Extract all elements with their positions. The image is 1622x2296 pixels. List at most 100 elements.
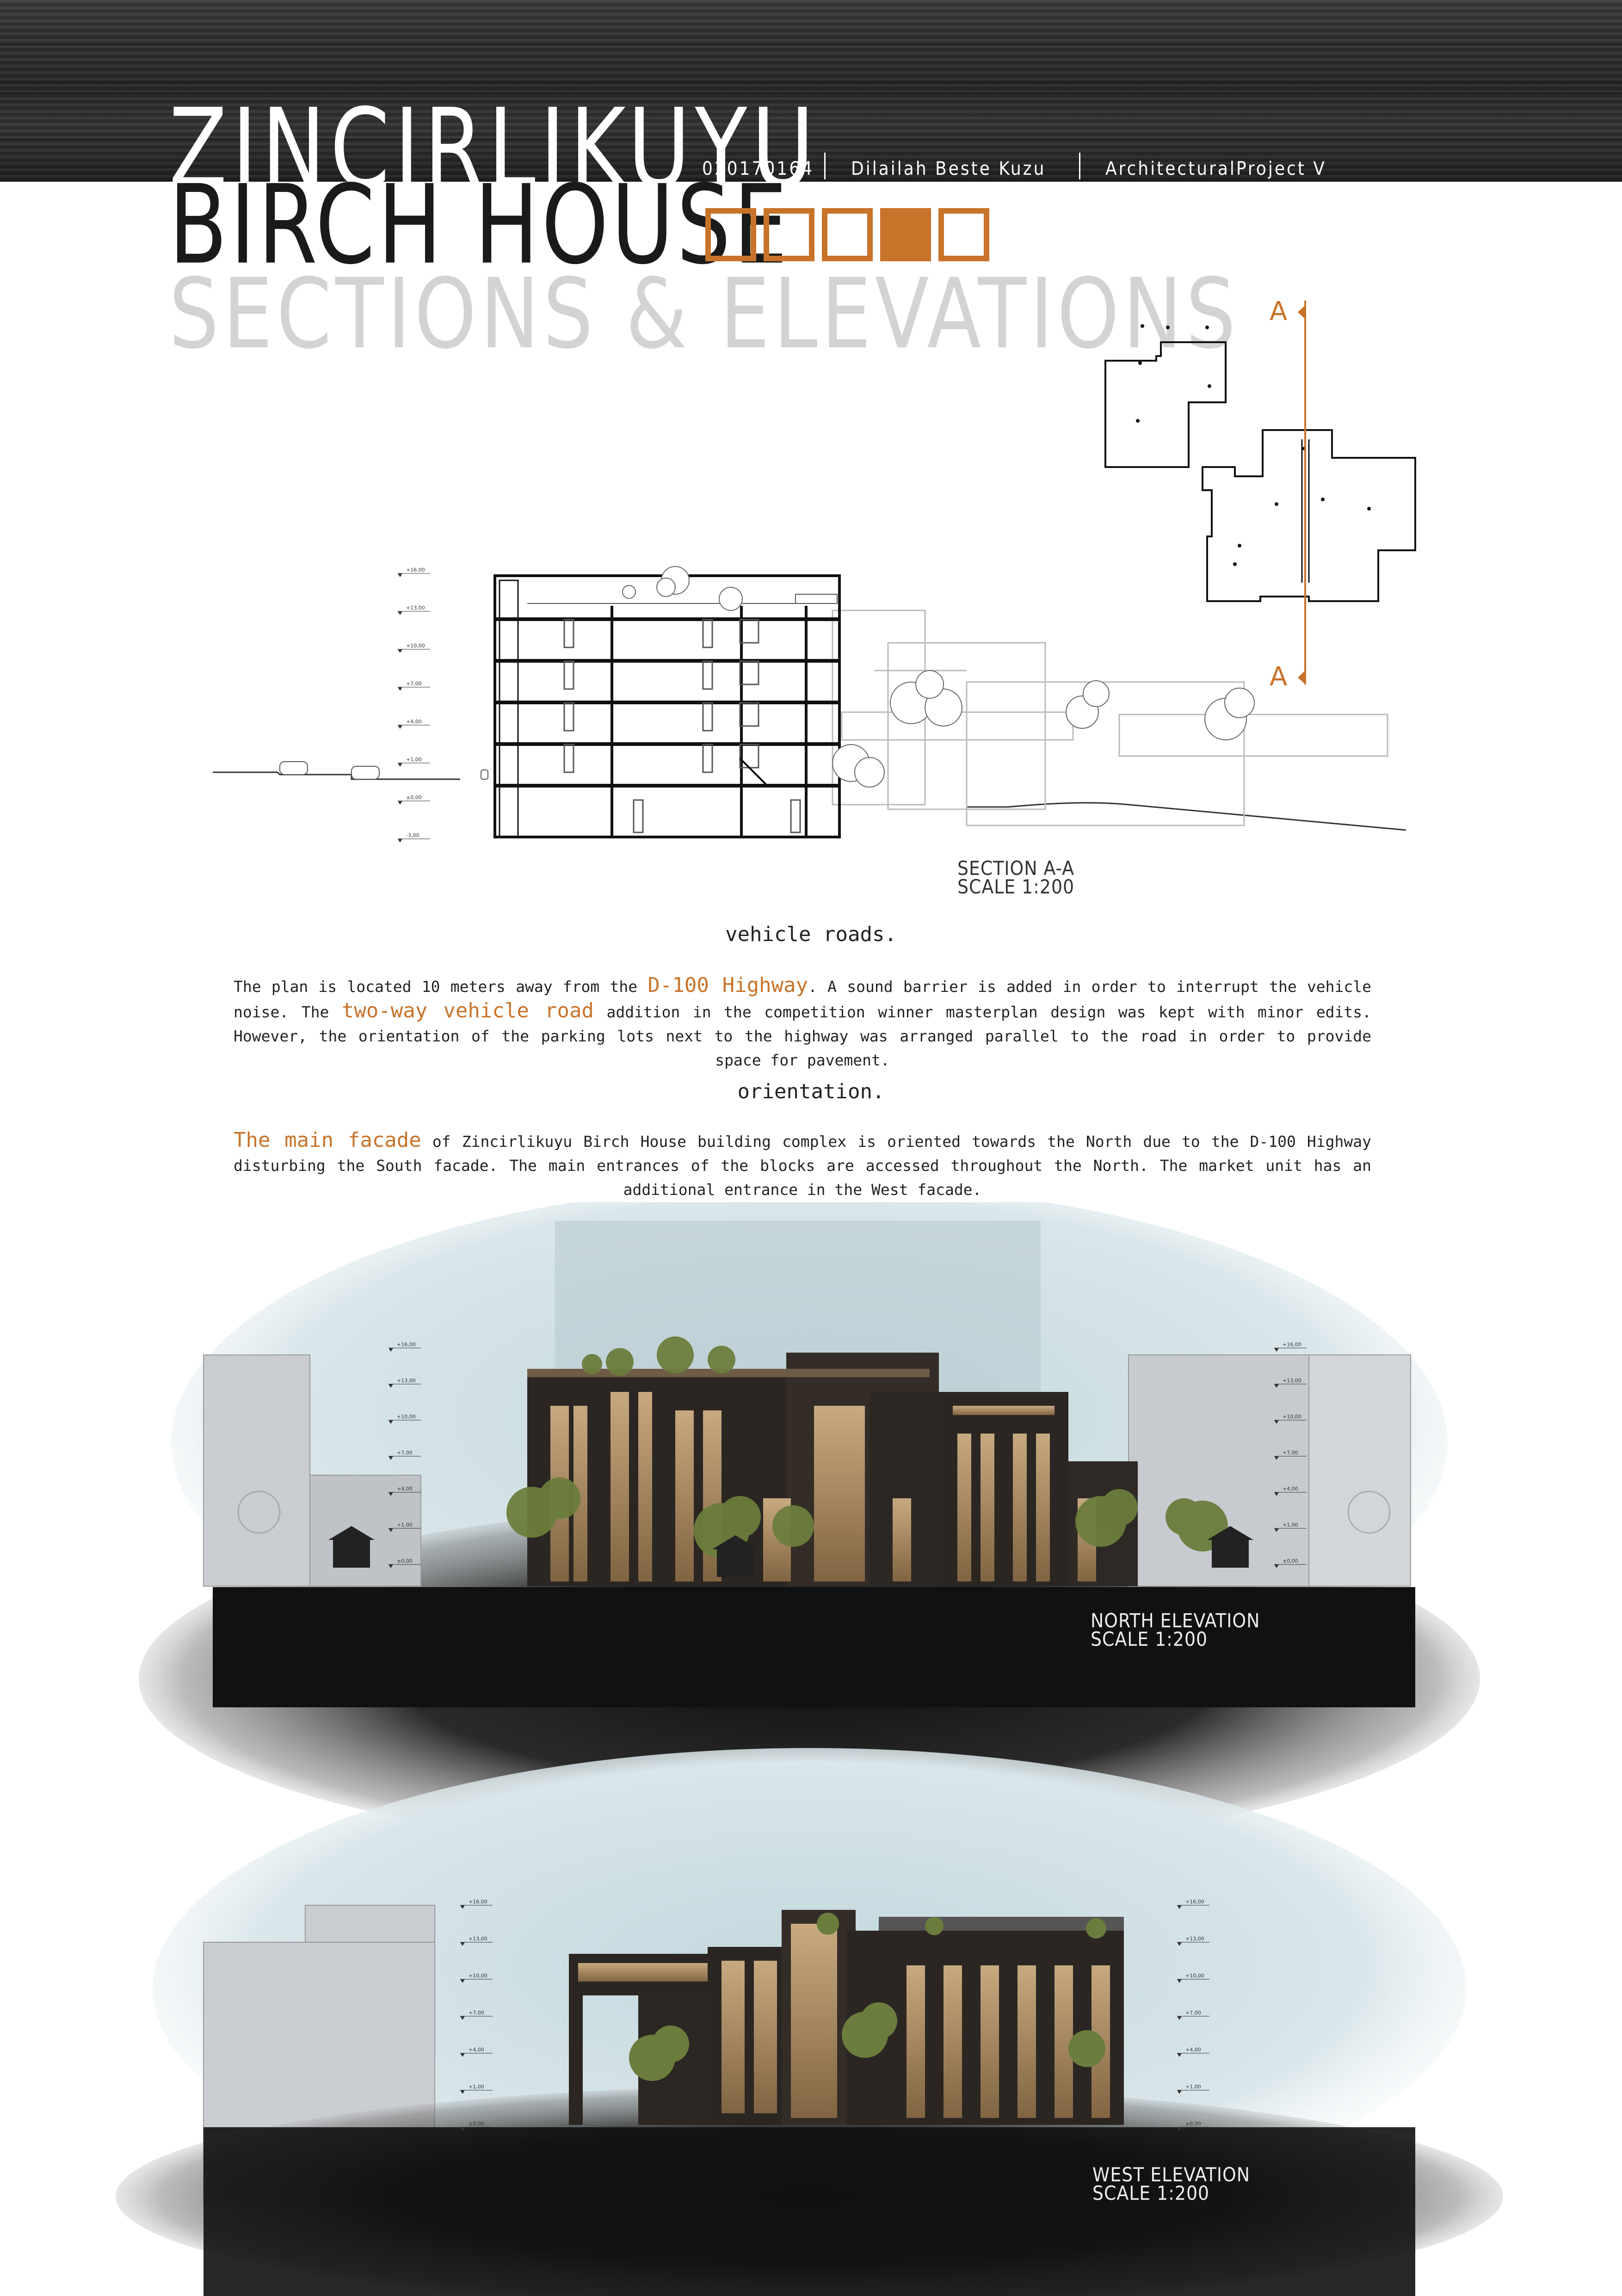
meta-separator — [824, 153, 826, 179]
window — [944, 1965, 962, 2118]
north-elevation-title: NORTH ELEVATION — [1091, 1609, 1260, 1632]
page-indicator-square — [938, 208, 989, 261]
section-slabs — [495, 606, 839, 837]
window — [791, 1924, 837, 2118]
wood-plank-line — [0, 92, 1622, 93]
section-level-marker: +7,00 — [398, 681, 430, 691]
section-wall — [805, 606, 808, 837]
level-label: +7,00 — [1185, 2010, 1201, 2016]
vehicle-roads-text: . A sound barrier is added in order to i… — [234, 978, 1372, 1021]
section-level-marker: -3,00 — [398, 832, 430, 843]
vehicle-roads-paragraph: The plan is located 10 meters away from … — [234, 973, 1371, 1072]
page-indicator-square — [764, 208, 814, 261]
window — [814, 1406, 865, 1582]
cut-arrow-icon — [1298, 671, 1305, 684]
level-label: +1,00 — [1283, 1522, 1298, 1528]
section-level-marker: +4,00 — [398, 719, 430, 729]
north-level-marker: +7,00 — [389, 1450, 421, 1460]
level-label: +1,00 — [1185, 2084, 1201, 2090]
vehicle-roads-text: The plan is located 10 meters away from … — [234, 978, 638, 996]
north-level-marker: +10,00 — [1274, 1414, 1307, 1424]
north-level-marker: ±0,00 — [1274, 1558, 1307, 1568]
section-level-marker: ±0,00 — [398, 794, 430, 805]
west-level-marker: +16,00 — [1177, 1899, 1209, 1909]
level-label: +13,00 — [397, 1378, 416, 1384]
level-label: ±0,00 — [469, 2121, 484, 2127]
section-wall — [611, 606, 613, 837]
level-label: +7,00 — [1283, 1450, 1298, 1456]
window — [957, 1434, 971, 1582]
west-level-marker: +1,00 — [460, 2084, 493, 2094]
north-level-marker: +10,00 — [389, 1414, 421, 1424]
level-label: +10,00 — [406, 643, 425, 649]
level-label: ±0,00 — [406, 794, 422, 800]
window — [638, 1392, 652, 1582]
floor-slab — [495, 784, 839, 788]
west-level-marker: +16,00 — [460, 1899, 493, 1909]
west-level-marker: ±0,00 — [1177, 2121, 1209, 2131]
north-level-marker: +16,00 — [1274, 1342, 1307, 1352]
level-label: -3,00 — [406, 832, 419, 838]
course-name: ArchitecturalProject V — [1105, 158, 1326, 179]
level-label: +16,00 — [397, 1342, 416, 1348]
floor-slab — [495, 742, 839, 746]
window — [1013, 1434, 1027, 1582]
highlight-main-facade: The main facade — [234, 1128, 421, 1152]
level-label: +4,00 — [469, 2047, 484, 2053]
north-elevation-scale: SCALE 1:200 — [1091, 1628, 1208, 1650]
vehicle-roads-heading: vehicle roads. — [725, 923, 897, 946]
north-level-marker: +16,00 — [389, 1342, 421, 1352]
section-a-a-drawing: +16,00+13,00+10,00+7,00+4,00+1,00±0,00-3… — [213, 566, 1406, 843]
cut-label-bottom: A — [1270, 662, 1287, 692]
west-level-marker: +13,00 — [460, 1936, 493, 1946]
orientation-text: of Zincirlikuyu Birch House building com… — [234, 1133, 1372, 1199]
meta-separator — [1079, 153, 1080, 179]
west-elevation-caption: WEST ELEVATION SCALE 1:200 — [1092, 2163, 1251, 2203]
level-label: +10,00 — [1283, 1414, 1301, 1420]
title-line-2: BIRCH HOUSE — [169, 162, 790, 289]
level-label: +4,00 — [397, 1486, 413, 1492]
west-elevation-title: WEST ELEVATION — [1092, 2163, 1251, 2186]
cut-label-top: A — [1270, 296, 1287, 326]
level-label: +10,00 — [397, 1414, 416, 1420]
key-plan-block-2 — [1202, 429, 1416, 602]
window — [675, 1410, 694, 1582]
level-label: +16,00 — [469, 1899, 487, 1905]
window — [953, 1406, 1055, 1415]
orientation-paragraph: The main facade of Zincirlikuyu Birch Ho… — [234, 1128, 1371, 1202]
cut-arrow-icon — [1298, 305, 1305, 319]
author-name: Dilailah Beste Kuzu — [851, 158, 1046, 179]
floor-slab — [495, 701, 839, 704]
level-label: +13,00 — [1283, 1378, 1301, 1384]
level-label: +7,00 — [469, 2010, 484, 2016]
north-level-marker: +13,00 — [1274, 1378, 1307, 1388]
page-indicator-square-current — [880, 208, 931, 261]
section-caption: SECTION A-A SCALE 1:200 — [957, 859, 1075, 898]
north-level-marker: +7,00 — [1274, 1450, 1307, 1460]
west-level-marker: +7,00 — [460, 2010, 493, 2020]
level-label: +7,00 — [406, 681, 422, 687]
section-wall — [740, 606, 743, 837]
title-line-1: ZINCIRLIKUYU — [169, 86, 819, 213]
west-level-marker: +4,00 — [460, 2047, 493, 2057]
west-level-marker: +1,00 — [1177, 2084, 1209, 2094]
level-label: +4,00 — [1185, 2047, 1201, 2053]
floor-slab — [495, 617, 839, 621]
section-caption-scale: SCALE 1:200 — [957, 875, 1075, 898]
level-label: +7,00 — [397, 1450, 413, 1456]
west-level-marker: ±0,00 — [460, 2121, 493, 2131]
west-level-marker: +13,00 — [1177, 1936, 1209, 1946]
student-id: 020170164 — [702, 158, 814, 179]
west-level-marker: +4,00 — [1177, 2047, 1209, 2057]
level-label: +13,00 — [406, 605, 425, 611]
key-plan-block-1 — [1104, 341, 1227, 468]
north-level-marker: +13,00 — [389, 1378, 421, 1388]
level-label: +1,00 — [406, 757, 422, 763]
level-label: ±0,00 — [1185, 2121, 1201, 2127]
section-level-markers: +16,00+13,00+10,00+7,00+4,00+1,00±0,00-3… — [398, 567, 430, 843]
page-indicator-square — [705, 208, 756, 261]
window — [1018, 1965, 1036, 2118]
title-line-3: SECTIONS & ELEVATIONS — [169, 258, 1240, 370]
north-level-marker: +4,00 — [1274, 1486, 1307, 1496]
north-elevation-caption: NORTH ELEVATION SCALE 1:200 — [1091, 1609, 1260, 1650]
